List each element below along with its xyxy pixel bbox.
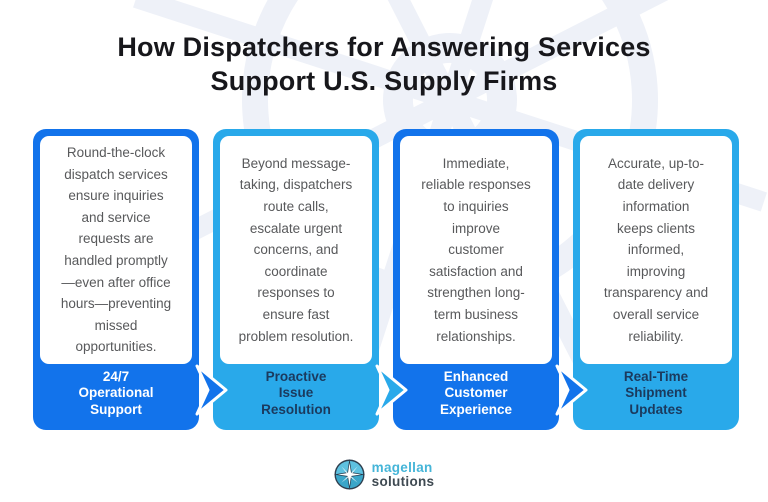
- card-real-time-shipment-updates: Accurate, up-to- date delivery informati…: [573, 129, 739, 430]
- card-label: Enhanced Customer Experience: [439, 368, 513, 417]
- card-proactive-issue-resolution: Beyond message- taking, dispatchers rout…: [213, 129, 408, 430]
- magellan-solutions-logo: magellan solutions: [0, 459, 768, 490]
- logo-brand-suffix: solutions: [371, 473, 435, 489]
- compass-logo-icon: [333, 459, 365, 490]
- steps-row: Round-the-clock dispatch services ensure…: [33, 129, 739, 430]
- logo-brand-name: magellan: [371, 459, 433, 475]
- card-label: Proactive Issue Resolution: [261, 368, 331, 417]
- page-title-line1: How Dispatchers for Answering Services: [117, 32, 651, 62]
- page-title: How Dispatchers for Answering Services S…: [0, 30, 768, 98]
- card-body-text: Immediate, reliable responses to inquiri…: [400, 136, 552, 364]
- card-enhanced-customer-experience: Immediate, reliable responses to inquiri…: [393, 129, 588, 430]
- logo-wordmark: magellan solutions: [371, 459, 435, 489]
- page-title-line2: Support U.S. Supply Firms: [210, 66, 558, 96]
- card-body-text: Beyond message- taking, dispatchers rout…: [220, 136, 372, 364]
- card-label: Real-Time Shipment Updates: [623, 368, 689, 417]
- card-body-text: Round-the-clock dispatch services ensure…: [40, 136, 192, 364]
- card-24-7-operational-support: Round-the-clock dispatch services ensure…: [33, 129, 228, 430]
- card-body-text: Accurate, up-to- date delivery informati…: [580, 136, 732, 364]
- card-label: 24/7 Operational Support: [78, 368, 154, 417]
